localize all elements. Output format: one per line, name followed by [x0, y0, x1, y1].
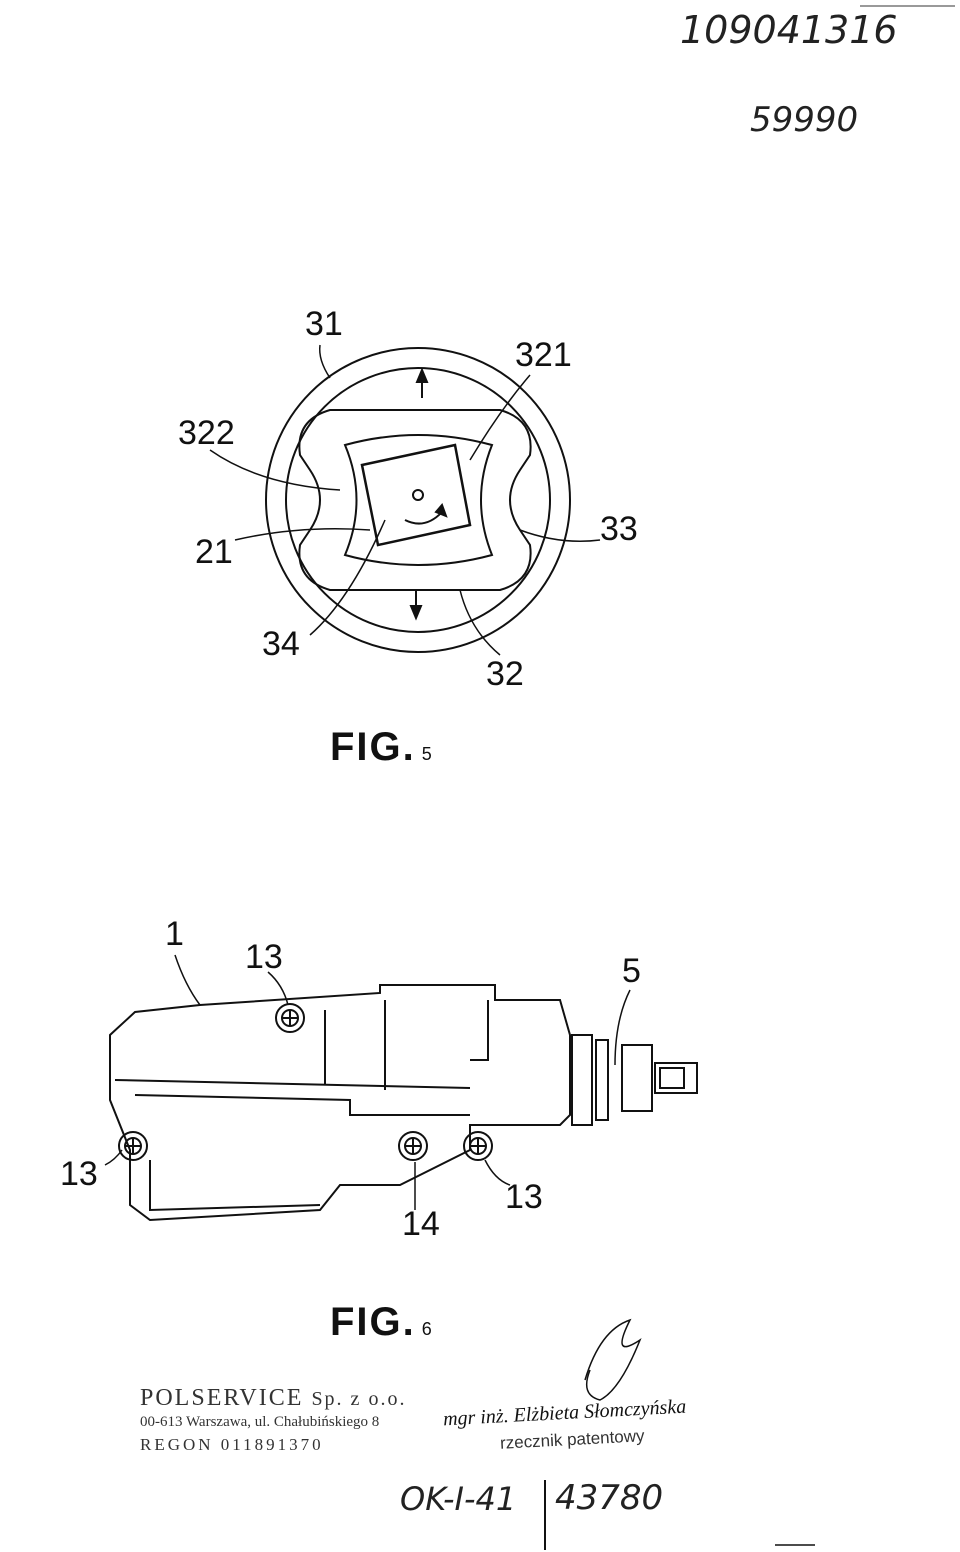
screw-icon [463, 1131, 493, 1161]
leader-321 [469, 374, 531, 461]
handwritten-code: 59990 [750, 100, 859, 140]
fig6-flange-1 [571, 1034, 593, 1126]
leader-32 [459, 589, 501, 656]
stamp-company-suffix: Sp. z o.o. [311, 1388, 407, 1410]
handwritten-ref-right: 43780 [555, 1478, 664, 1518]
fig6-flange-2 [595, 1039, 609, 1121]
fig6-label-5: 5 [622, 952, 641, 990]
leader-34 [309, 519, 386, 636]
fig5-label-322: 322 [178, 414, 235, 452]
fig6-caption-number: 6 [421, 1319, 434, 1339]
leader-13-right [484, 1159, 511, 1186]
signature-scribble [584, 1318, 642, 1401]
fig5-outer-ring [265, 347, 571, 653]
screw-icon [118, 1131, 148, 1161]
fig5-arrow-down-head [409, 605, 423, 621]
fig5-lens [343, 434, 494, 566]
company-stamp: POLSERVICE Sp. z o.o. 00-613 Warszawa, u… [140, 1385, 406, 1455]
fig6-label-13-right: 13 [505, 1178, 543, 1216]
fig6-label-14: 14 [402, 1205, 440, 1243]
stamp-company: POLSERVICE [140, 1385, 304, 1411]
fig5-caption: FIG.5 [330, 725, 434, 770]
leader-33 [519, 529, 601, 542]
fig5-inner-ring [285, 367, 551, 633]
fig5-label-34: 34 [262, 625, 300, 663]
stamp-company-line: POLSERVICE Sp. z o.o. [140, 1385, 406, 1412]
leader-21 [234, 528, 371, 541]
fig5-drawing [209, 344, 601, 656]
fig5-pivot [412, 489, 424, 501]
stamp-address: 00-613 Warszawa, ul. Chałubińskiego 8 [140, 1414, 380, 1430]
fig6-collar [621, 1044, 653, 1112]
screw-icon [275, 1003, 305, 1033]
fig6-caption: FIG.6 [330, 1300, 434, 1345]
fig6-screws [118, 1003, 493, 1161]
handwritten-ref-left: OK-I-41 [400, 1480, 517, 1518]
fig6-drawing [104, 954, 698, 1222]
fig5-rotation-arrow [404, 511, 443, 525]
fig5-arrow-up-head [415, 367, 429, 383]
fig6-inner-line-5 [470, 1000, 489, 1061]
fig6-housing-outline [109, 984, 571, 1222]
fig5-label-31: 31 [305, 305, 343, 343]
handwritten-document-number: 109041316 [680, 8, 898, 52]
fig6-bottom-bracket [149, 1160, 321, 1212]
fig5-caption-text: FIG. [330, 725, 416, 769]
stamp-regon: REGON 011891370 [140, 1435, 324, 1454]
fig5-square-element [360, 443, 472, 547]
leader-13-left [104, 1149, 123, 1166]
leader-322 [209, 449, 341, 491]
fig6-label-13-top: 13 [245, 938, 283, 976]
fig5-label-32: 32 [486, 655, 524, 693]
leader-1 [174, 954, 201, 1006]
fig5-arrowhead [434, 503, 448, 518]
leader-31 [318, 344, 331, 379]
fig5-caption-number: 5 [421, 744, 434, 764]
screw-icon [398, 1131, 428, 1161]
leader-5 [614, 989, 631, 1066]
fig5-label-321: 321 [515, 336, 572, 374]
fig6-label-1: 1 [165, 915, 184, 953]
leader-13-top [267, 971, 289, 1006]
fig6-caption-text: FIG. [330, 1300, 416, 1344]
fig6-shaft [654, 1062, 698, 1094]
fig5-label-21: 21 [195, 533, 233, 571]
fig6-shaft-tip [659, 1067, 685, 1089]
fig6-label-13-left: 13 [60, 1155, 98, 1193]
fig6-inner-line-2 [134, 1094, 470, 1116]
fig6-inner-line-1 [114, 1079, 471, 1089]
fig5-label-33: 33 [600, 510, 638, 548]
